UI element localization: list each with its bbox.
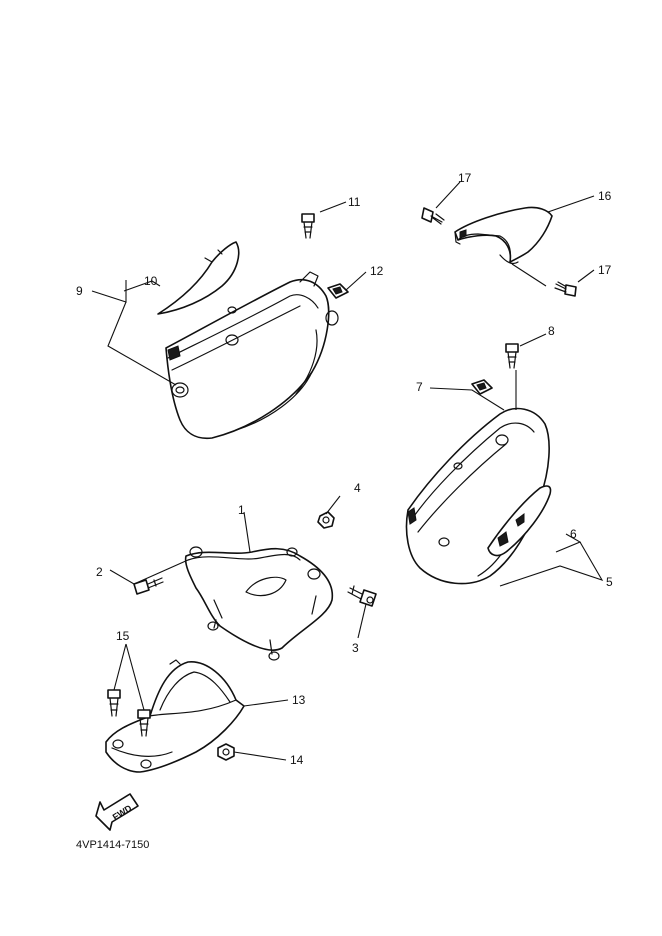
callout-11: 11	[348, 195, 361, 209]
callout-3: 3	[352, 641, 359, 655]
callout-17-bottom: 17	[598, 263, 612, 277]
callout-16: 16	[598, 189, 612, 203]
part-17-screw-bottom	[554, 281, 577, 297]
callout-7: 7	[416, 380, 423, 394]
callout-10: 10	[144, 274, 158, 288]
callout-1: 1	[238, 503, 245, 517]
part-6-emblem	[487, 485, 552, 557]
part-8-screw	[505, 343, 519, 369]
part-7-nut	[471, 379, 493, 395]
part-10-decal	[157, 241, 240, 315]
part-17-screw-top	[421, 207, 445, 225]
part-3-bolt	[347, 585, 377, 607]
part-5-right-side-cover	[405, 407, 550, 585]
part-9-left-side-cover	[165, 271, 339, 440]
callout-5: 5	[606, 575, 613, 589]
part-15-screw-left	[107, 689, 121, 717]
callout-4: 4	[354, 481, 361, 495]
forward-arrow-icon: FWD	[95, 793, 139, 831]
callout-6: 6	[570, 527, 577, 541]
callout-14: 14	[290, 753, 304, 767]
callout-15: 15	[116, 629, 130, 643]
diagram-code: 4VP1414-7150	[76, 839, 149, 851]
callout-17-top: 17	[458, 171, 472, 185]
callout-13: 13	[292, 693, 306, 707]
part-12-nut	[327, 283, 349, 299]
leader-lines	[91, 181, 604, 761]
part-11-screw	[301, 213, 315, 239]
part-15-screw-right	[137, 709, 151, 737]
part-16-tail-cover	[454, 206, 553, 265]
callout-12: 12	[370, 264, 384, 278]
callout-8: 8	[548, 324, 555, 338]
part-1-front-cowl	[184, 546, 334, 661]
callout-9: 9	[76, 284, 83, 298]
part-14-nut	[217, 743, 235, 761]
callout-2: 2	[96, 565, 103, 579]
part-4-nut	[317, 511, 335, 529]
part-2-screw	[133, 577, 164, 595]
